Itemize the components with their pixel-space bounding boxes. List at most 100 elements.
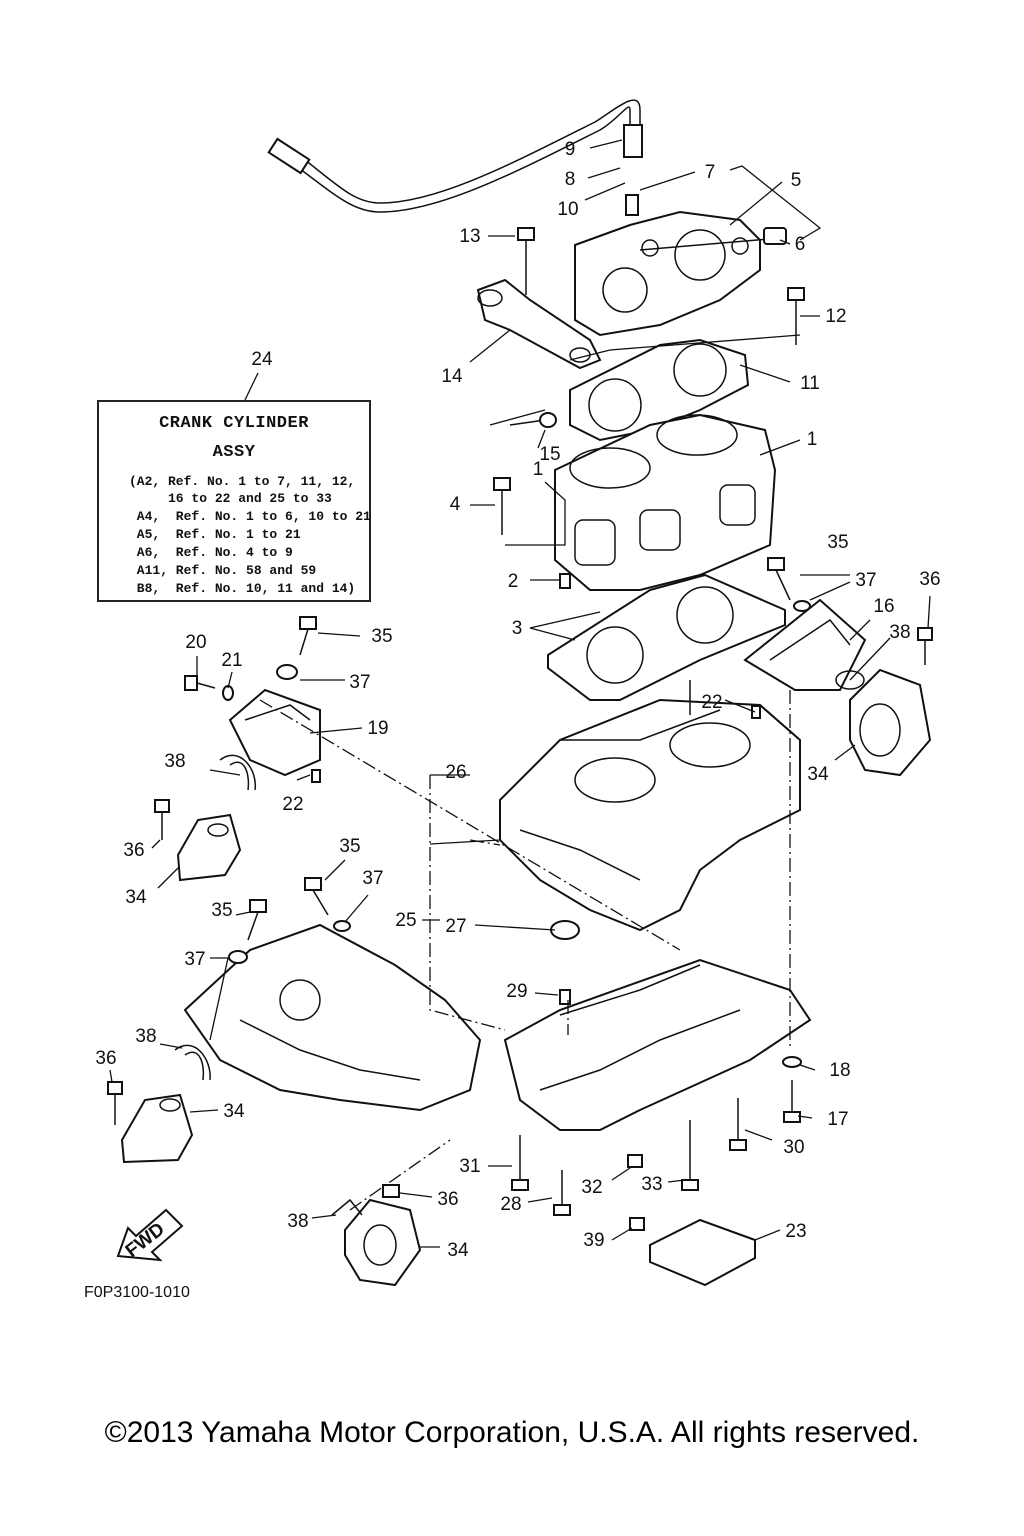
callout-12: 12 [825, 306, 846, 327]
hose-part-9 [267, 99, 643, 213]
washer-part-18 [782, 1056, 802, 1068]
callout-1-left: 1 [533, 459, 544, 480]
assembly-reference-box: CRANK CYLINDER ASSY (A2, Ref. No. 1 to 7… [97, 400, 371, 602]
bolt-part-20 [184, 675, 216, 691]
callout-28: 28 [500, 1194, 521, 1215]
callout-36-right: 36 [919, 569, 940, 590]
callout-34-bottom: 34 [447, 1240, 469, 1261]
cylinder-head-part-5 [574, 194, 787, 337]
assembly-line-2: 16 to 22 and 25 to 33 [129, 491, 332, 506]
copyright-notice: ©2013 Yamaha Motor Corporation, U.S.A. A… [104, 1416, 920, 1449]
cover-part-23 [649, 1218, 756, 1287]
gasket-part-38-right [835, 670, 865, 690]
callout-18: 18 [829, 1060, 850, 1081]
callout-5: 5 [791, 170, 802, 191]
callout-35-right: 35 [827, 532, 848, 553]
callout-3: 3 [512, 618, 523, 639]
callout-7: 7 [705, 162, 716, 183]
callout-35-lower-left: 35 [211, 900, 232, 921]
leader-lines [109, 139, 931, 1248]
callout-4: 4 [450, 494, 461, 515]
washer-part-37-lower-left [228, 950, 248, 964]
callout-labels: 9 8 10 7 5 6 13 12 14 11 15 1 1 4 2 3 35… [95, 139, 940, 1261]
washer-part-37-right [793, 600, 811, 612]
assembly-line-4: A5, Ref. No. 1 to 21 [129, 527, 301, 542]
callout-34-lower-left: 34 [223, 1101, 245, 1122]
fwd-arrow-icon: FWD [116, 1208, 184, 1262]
bolt-part-35-lower-left [247, 899, 267, 941]
engine-mount-part-34-upper-left [176, 813, 242, 882]
cylinder-part-1 [554, 413, 777, 591]
gasket-part-38-bottom [331, 1198, 363, 1216]
callout-34-right: 34 [807, 764, 829, 785]
engine-mount-part-34-lower-left [120, 1093, 194, 1164]
callout-10: 10 [557, 199, 578, 220]
callout-30: 30 [783, 1137, 804, 1158]
bolt-part-33 [681, 1120, 699, 1191]
reed-valve-part-19 [228, 688, 321, 777]
clip-part-38-lower-left [174, 1044, 211, 1081]
callout-8: 8 [565, 169, 576, 190]
callout-24: 24 [251, 349, 273, 370]
figure-code: F0P3100-1010 [84, 1284, 190, 1301]
callout-36-lower-left: 36 [95, 1048, 116, 1069]
crankcase-upper-part-26 [499, 698, 801, 932]
bushing-part-27 [550, 920, 580, 940]
callout-25: 25 [395, 910, 416, 931]
callout-1-right: 1 [807, 429, 818, 450]
assembly-line-7: B8, Ref. No. 10, 11 and 14) [129, 581, 356, 596]
washer-part-37-middle [333, 920, 351, 932]
callout-36-bottom: 36 [437, 1189, 458, 1210]
bolt-part-35-upper-left [299, 616, 317, 656]
callout-9: 9 [565, 139, 576, 160]
bolt-part-36-lower-left [107, 1081, 123, 1125]
callout-19: 19 [367, 718, 388, 739]
crankcase-lower-part-25 [503, 958, 812, 1131]
callout-13: 13 [459, 226, 480, 247]
washer-part-21 [222, 685, 234, 701]
callout-36-upper-left: 36 [123, 840, 144, 861]
washer-part-37-upper-left [276, 664, 298, 680]
clip-part-38-upper-left [219, 754, 256, 791]
assembly-line-3: A4, Ref. No. 1 to 6, 10 to 21 [129, 509, 371, 524]
callout-14: 14 [441, 366, 463, 387]
callout-33: 33 [641, 1174, 662, 1195]
engine-bracket-part-14 [476, 278, 602, 370]
bolt-part-15 [509, 412, 557, 428]
callout-22-left: 22 [282, 794, 303, 815]
bolt-part-39 [629, 1217, 645, 1231]
callout-37-upper-left: 37 [349, 672, 370, 693]
callout-29: 29 [506, 981, 527, 1002]
callout-15: 15 [539, 444, 560, 465]
bolt-part-35-middle [304, 877, 329, 916]
callout-38-bottom: 38 [287, 1211, 308, 1232]
callout-11: 11 [800, 373, 820, 394]
callout-38-lower-left: 38 [135, 1026, 156, 1047]
callout-21: 21 [221, 650, 242, 671]
bolt-part-13 [517, 227, 535, 295]
bolt-part-28 [553, 1170, 571, 1216]
callout-26: 26 [445, 762, 466, 783]
callout-37-right: 37 [855, 570, 876, 591]
callout-37-lower-left: 37 [184, 949, 205, 970]
bolt-part-31 [511, 1135, 529, 1191]
bolt-part-17 [783, 1080, 801, 1123]
callout-38-right: 38 [889, 622, 910, 643]
callout-37-middle: 37 [362, 868, 383, 889]
assembly-line-1: (A2, Ref. No. 1 to 7, 11, 12, [129, 474, 356, 489]
callout-27: 27 [445, 916, 466, 937]
assembly-line-6: A11, Ref. No. 58 and 59 [129, 563, 317, 578]
bolt-part-12 [787, 287, 805, 345]
assembly-title-line1: CRANK CYLINDER [159, 414, 309, 433]
assembly-line-5: A6, Ref. No. 4 to 9 [129, 545, 293, 560]
callout-16: 16 [873, 596, 894, 617]
bolt-part-30 [729, 1098, 747, 1151]
callout-34-upper-left: 34 [125, 887, 147, 908]
intake-manifold-part-34-bottom [344, 1198, 422, 1287]
callout-31: 31 [459, 1156, 480, 1177]
head-gasket-part-11 [569, 338, 750, 442]
alignment-lines [259, 690, 791, 1211]
callout-39: 39 [583, 1230, 604, 1251]
callout-20: 20 [185, 632, 206, 653]
bolt-part-32 [627, 1154, 643, 1168]
